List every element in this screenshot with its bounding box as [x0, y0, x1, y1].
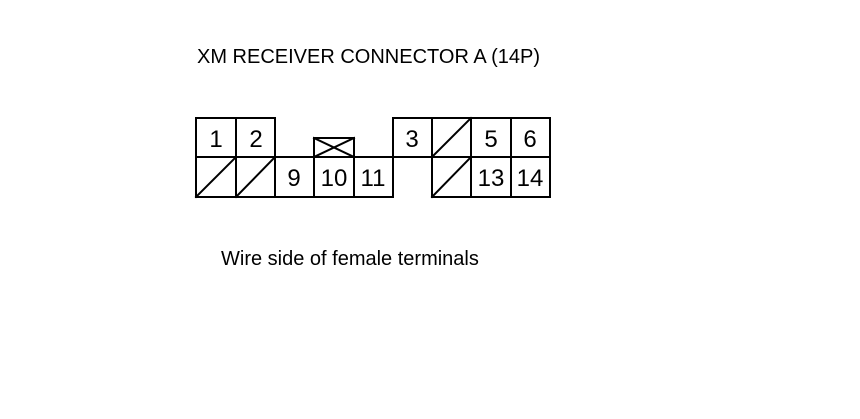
locking-tab-box: [313, 137, 355, 158]
diagram-caption: Wire side of female terminals: [221, 248, 479, 270]
locking-tab-x: [312, 136, 356, 159]
terminal-5: 5: [484, 126, 497, 153]
connector-title: XM RECEIVER CONNECTOR A (14P): [197, 46, 541, 68]
terminal-14: 14: [517, 165, 544, 192]
unused-terminal-slash: [430, 155, 473, 199]
terminal-10: 10: [321, 165, 348, 192]
terminal-11: 11: [361, 165, 386, 192]
terminal-1: 1: [209, 126, 222, 153]
terminal-9: 9: [287, 165, 300, 192]
unused-terminal-slash: [234, 155, 277, 199]
unused-terminal-slash: [194, 155, 238, 199]
terminal-3: 3: [405, 126, 418, 153]
terminal-2: 2: [249, 126, 262, 153]
terminal-13: 13: [478, 165, 505, 192]
terminal-6: 6: [523, 126, 536, 153]
unused-terminal-slash: [430, 116, 473, 159]
